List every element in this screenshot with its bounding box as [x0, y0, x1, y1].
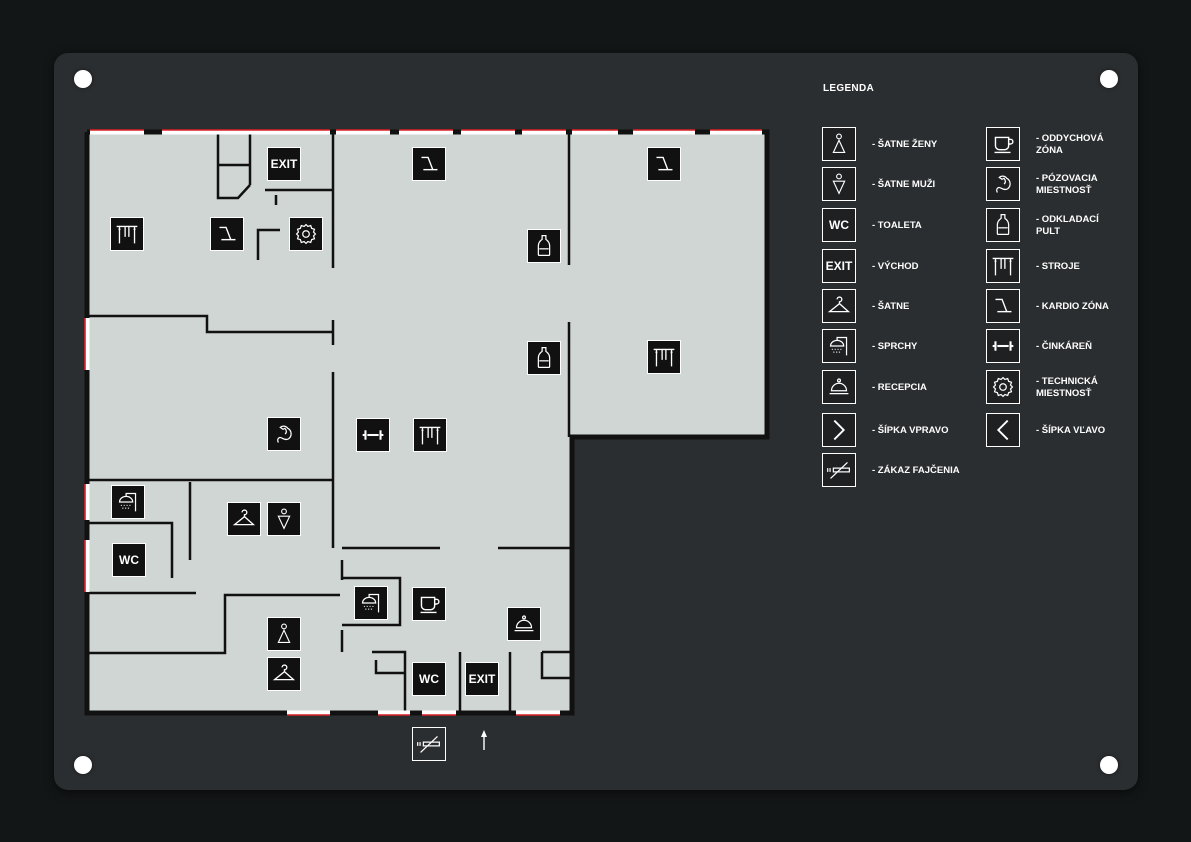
no-smoking-icon [412, 727, 446, 761]
treadmill-icon [412, 147, 446, 181]
cup-icon [412, 587, 446, 621]
legend-item-arrow-left: - ŠÍPKA VĽAVO [986, 413, 1156, 449]
window-redlines [84, 129, 762, 716]
screw-bottom-left [74, 756, 92, 774]
legend-item-women-changing: - ŠATNE ŽENY [822, 127, 992, 163]
legend-item-cardio-zone: - KARDIO ZÓNA [986, 289, 1156, 325]
hanger-icon [227, 502, 261, 536]
man-icon [267, 502, 301, 536]
treadmill-icon [210, 217, 244, 251]
cup-icon [986, 127, 1020, 161]
screw-top-left [74, 70, 92, 88]
legend-item-technical-room: - TECHNICKÁ MIESTNOSŤ [986, 370, 1156, 406]
no-smoking-icon [822, 453, 856, 487]
legend-item-showers: - SPRCHY [822, 329, 992, 365]
windows [84, 129, 762, 716]
woman-icon [822, 127, 856, 161]
bottle-icon [527, 229, 561, 263]
legend-item-counter: - ODKLADACÍ PULT [986, 208, 1156, 244]
legend-item-men-changing: - ŠATNE MUŽI [822, 167, 992, 203]
screw-bottom-right [1100, 756, 1118, 774]
gear-icon [289, 217, 323, 251]
bottle-icon [986, 208, 1020, 242]
gear-icon [986, 370, 1020, 404]
muscle-icon [986, 167, 1020, 201]
legend-item-no-smoking: - ZÁKAZ FAJČENIA [822, 453, 992, 489]
legend-item-weights: - ČINKÁREŇ [986, 329, 1156, 365]
legend-item-changing: - ŠATNE [822, 289, 992, 325]
cloche-icon [822, 370, 856, 404]
wc-icon: WC [822, 208, 856, 242]
shower-icon [354, 586, 388, 620]
bottle-icon [527, 341, 561, 375]
interior-walls [87, 132, 572, 713]
wc-icon: WC [112, 543, 146, 577]
entrance-arrow-icon [481, 730, 487, 750]
arrow-left-icon [986, 413, 1020, 447]
muscle-icon [267, 417, 301, 451]
machine-icon [110, 217, 144, 251]
outer-walls [84, 129, 770, 716]
exit-icon: EXIT [267, 147, 301, 181]
legend-item-exit: EXIT - VÝCHOD [822, 249, 992, 285]
machine-icon [986, 249, 1020, 283]
cloche-icon [507, 607, 541, 641]
legend-item-relax-zone: - ODDYCHOVÁ ZÓNA [986, 127, 1156, 163]
machine-icon [413, 418, 447, 452]
exit-icon: EXIT [465, 662, 499, 696]
dumbbell-icon [986, 329, 1020, 363]
dumbbell-icon [356, 418, 390, 452]
shower-icon [111, 485, 145, 519]
legend-item-arrow-right: - ŠÍPKA VPRAVO [822, 413, 992, 449]
legend-item-reception: - RECEPCIA [822, 370, 992, 406]
hanger-icon [822, 289, 856, 323]
woman-icon [267, 617, 301, 651]
shower-icon [822, 329, 856, 363]
floor-area [87, 132, 769, 714]
screw-top-right [1100, 70, 1118, 88]
treadmill-icon [647, 147, 681, 181]
machine-icon [647, 340, 681, 374]
wc-icon: WC [412, 662, 446, 696]
exit-icon: EXIT [822, 249, 856, 283]
legend-item-toilet: WC - TOALETA [822, 208, 992, 244]
man-icon [822, 167, 856, 201]
legend-item-machines: - STROJE [986, 249, 1156, 285]
legend-title: LEGENDA [823, 83, 874, 94]
legend-item-posing-room: - PÓZOVACIA MIESTNOSŤ [986, 167, 1156, 203]
treadmill-icon [986, 289, 1020, 323]
arrow-right-icon [822, 413, 856, 447]
hanger-icon [267, 657, 301, 691]
